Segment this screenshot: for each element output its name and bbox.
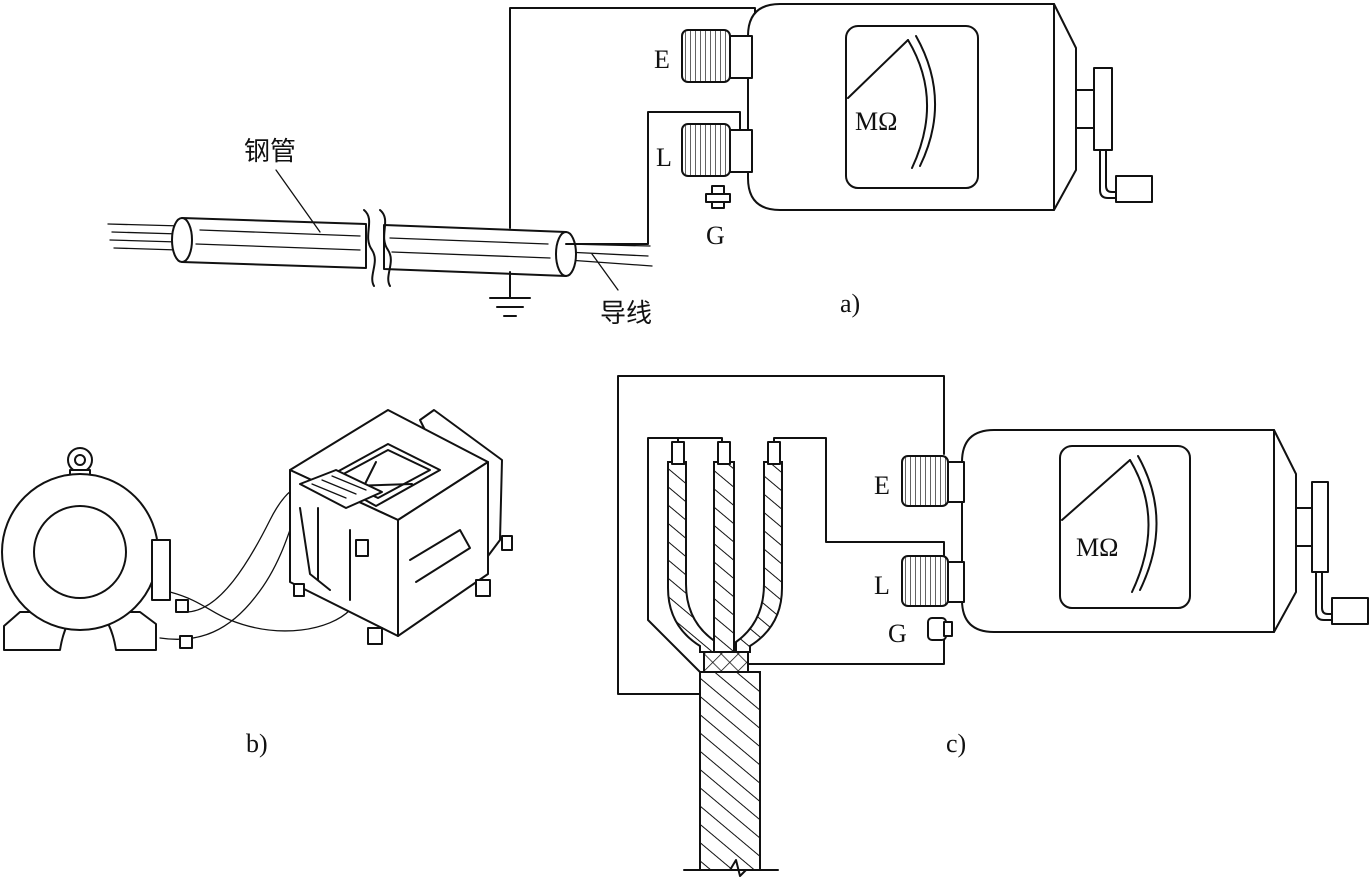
panel-b: b) bbox=[1, 409, 513, 758]
megohmmeter-b bbox=[289, 409, 513, 645]
meter-dial-window-c bbox=[1059, 445, 1191, 609]
conductor-label: 导线 bbox=[600, 299, 652, 329]
hand-crank-c bbox=[1295, 481, 1369, 625]
terminal-e-label-c: E bbox=[874, 471, 890, 500]
terminal-g-c bbox=[927, 617, 953, 641]
steel-pipe bbox=[171, 209, 577, 287]
terminal-g-label: G bbox=[706, 221, 725, 250]
caption-c: c) bbox=[946, 729, 966, 758]
l-lead-wire bbox=[565, 111, 741, 245]
panel-c: MΩ E L G c) bbox=[617, 375, 1369, 877]
motor-icon bbox=[1, 447, 171, 651]
terminal-l-label: L bbox=[656, 143, 672, 172]
terminal-e-label: E bbox=[654, 45, 670, 74]
steel-pipe-leader bbox=[275, 169, 321, 233]
terminal-g-a bbox=[705, 185, 731, 209]
terminal-g-label-c: G bbox=[888, 619, 907, 648]
cable-cores bbox=[667, 441, 783, 653]
terminal-l-c bbox=[901, 555, 965, 607]
caption-a: a) bbox=[840, 289, 860, 318]
cable-sheath bbox=[683, 649, 779, 877]
meter-dial-window bbox=[845, 25, 979, 189]
ground-icon bbox=[489, 297, 531, 317]
terminal-e-c bbox=[901, 455, 965, 507]
test-leads-b bbox=[159, 487, 351, 649]
terminal-e-a bbox=[681, 29, 753, 83]
caption-b: b) bbox=[246, 729, 268, 758]
meter-needle bbox=[847, 39, 909, 99]
meter-unit-label: MΩ bbox=[855, 107, 897, 136]
steel-pipe-label: 钢管 bbox=[244, 137, 296, 167]
megohmmeter-c: MΩ bbox=[901, 429, 1369, 641]
hand-crank-a bbox=[1075, 67, 1153, 203]
wiring-c bbox=[617, 375, 945, 695]
terminal-l-a bbox=[681, 123, 753, 177]
panel-a: MΩ E L G 钢管 导线 a) bbox=[107, 3, 1153, 329]
terminal-l-label-c: L bbox=[874, 571, 890, 600]
conductor-leader bbox=[591, 253, 619, 291]
megohmmeter-a: MΩ bbox=[681, 3, 1153, 211]
meter-unit-label-c: MΩ bbox=[1076, 533, 1118, 562]
